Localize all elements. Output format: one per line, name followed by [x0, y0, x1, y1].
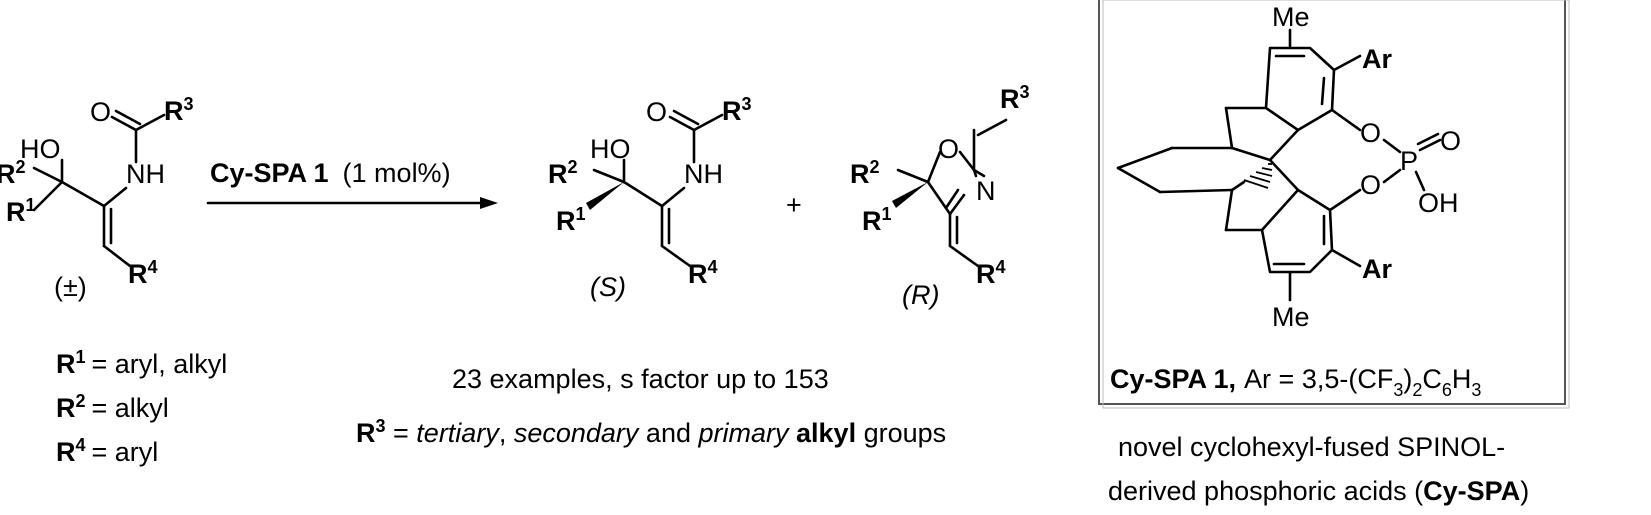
phosphoryl-oxygen-label: O [1440, 126, 1461, 156]
plus-sign: + [786, 190, 802, 220]
r1-label: R1 [6, 195, 36, 227]
carbonyl-oxygen-label: O [646, 97, 667, 127]
r3-scope: R3 = tertiary, secondary and primary alk… [356, 416, 946, 448]
r1-label: R1 [862, 204, 892, 236]
ring-nitrogen-label: N [976, 176, 996, 206]
reaction-summary: 23 examples, s factor up to 153 R3 = ter… [356, 364, 946, 448]
scope-summary: 23 examples, s factor up to 153 [452, 364, 829, 394]
phosphorus-label: P [1400, 146, 1418, 176]
r1-label: R1 [556, 204, 586, 236]
r3-label: R3 [722, 94, 752, 126]
r4-definition: R4= aryl [56, 435, 158, 467]
amide-nh-label: NH [126, 159, 165, 189]
carbonyl-oxygen-label: O [90, 97, 111, 127]
r3-label: R3 [164, 94, 194, 126]
starting-material: HO O NH R3 R2 R1 R4 (±) [0, 94, 194, 302]
hydroxyl-oh-label: OH [1418, 188, 1459, 218]
r2-label: R2 [0, 157, 26, 189]
hydroxyl-label: HO [590, 134, 631, 164]
r4-label: R4 [688, 257, 718, 289]
reaction-arrow: Cy-SPA 1(1 mol%) [206, 158, 498, 209]
catalyst-caption: novel cyclohexyl-fused SPINOL- derived p… [1108, 432, 1529, 506]
racemic-label: (±) [54, 272, 87, 302]
catalyst-conditions: Cy-SPA 1(1 mol%) [210, 158, 451, 188]
ar-bottom-label: Ar [1362, 254, 1392, 284]
hydroxyl-label: HO [20, 134, 61, 164]
amide-nh-label: NH [684, 159, 723, 189]
catalyst-name: Cy-SPA 1,Ar = 3,5-(CF3)2C6H3 [1110, 364, 1481, 400]
r3-label: R3 [1000, 82, 1030, 114]
r4-label: R4 [128, 257, 158, 289]
ar-top-label: Ar [1362, 44, 1392, 74]
ester-oxygen-top-label: O [1360, 118, 1381, 148]
product-r: O N R3 R2 R1 R4 (R) [850, 82, 1030, 310]
r2-definition: R2= alkyl [56, 391, 169, 423]
stereo-r-label: (R) [902, 280, 939, 310]
product-s: HO O NH R3 R2 R1 R4 (S) [548, 94, 752, 302]
caption-line-1: novel cyclohexyl-fused SPINOL- [1118, 432, 1505, 462]
catalyst-structure-box: Me Me Ar Ar O O P O OH Cy-SPA 1,Ar = 3,5… [1098, 0, 1570, 409]
ring-oxygen-label: O [938, 134, 959, 164]
stereo-s-label: (S) [590, 272, 626, 302]
ester-oxygen-bottom-label: O [1360, 170, 1381, 200]
r2-label: R2 [850, 157, 880, 189]
methyl-top-label: Me [1272, 2, 1310, 32]
r4-label: R4 [976, 257, 1006, 289]
methyl-bottom-label: Me [1272, 302, 1310, 332]
r1-definition: R1= aryl, alkyl [56, 347, 227, 379]
caption-line-2: derived phosphoric acids (Cy-SPA) [1108, 476, 1529, 506]
substituent-definitions: R1= aryl, alkyl R2= alkyl R4= aryl [56, 347, 227, 467]
r2-label: R2 [548, 157, 578, 189]
